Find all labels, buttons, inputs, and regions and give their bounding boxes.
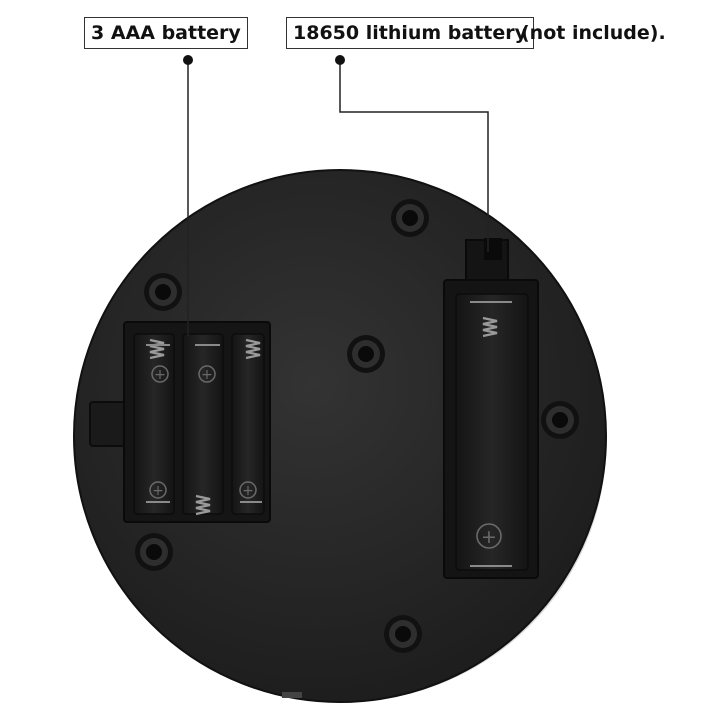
screw-hole-icon <box>144 273 182 311</box>
screw-hole-icon <box>135 533 173 571</box>
lithium-leader-line <box>335 55 489 252</box>
not-included-note: (not include). <box>521 22 666 44</box>
plus-terminal-icon: + <box>198 365 216 383</box>
lithium-battery-label: 18650 lithium battery <box>286 17 535 49</box>
svg-text:+: + <box>201 367 213 383</box>
plus-terminal-icon: + <box>149 481 167 499</box>
svg-text:+: + <box>154 367 166 383</box>
lithium-battery-compartment: + <box>443 238 539 579</box>
plus-terminal-icon: + <box>151 365 169 383</box>
aaa-battery-label: 3 AAA battery <box>84 17 248 49</box>
screw-hole-icon <box>391 199 429 237</box>
screw-hole-icon <box>347 335 385 373</box>
screw-hole-icon <box>541 401 579 439</box>
base-edge-notch <box>282 692 302 698</box>
plus-terminal-icon: + <box>239 481 257 499</box>
screw-hole-icon <box>384 615 422 653</box>
plus-terminal-icon: + <box>476 523 502 549</box>
svg-text:+: + <box>481 526 497 548</box>
aaa-battery-compartment: + + + + <box>123 321 271 523</box>
svg-text:+: + <box>152 483 164 499</box>
aaa-leader-line <box>183 55 193 336</box>
svg-text:+: + <box>242 483 254 499</box>
